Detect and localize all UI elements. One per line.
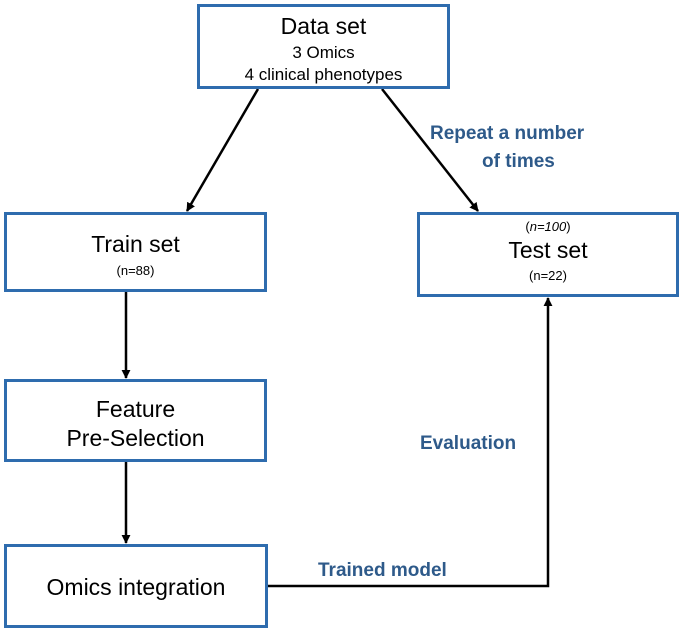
test-set-title: Test set: [508, 237, 588, 263]
dataset-title: Data set: [280, 13, 367, 39]
feature-label-line1: Feature: [95, 396, 176, 422]
repeat-label-line2: of times: [482, 151, 555, 172]
feature-label-line2: Pre-Selection: [66, 425, 205, 451]
test-set-count: (n=22): [529, 268, 567, 283]
repeat-count: (n=100): [525, 219, 571, 234]
edge-dataset-to-test: [381, 88, 479, 212]
dataset-node: Data set 3 Omics 4 clinical phenotypes: [197, 4, 450, 89]
dataset-phenotypes: 4 clinical phenotypes: [244, 65, 403, 84]
train-set-count: (n=88): [116, 263, 155, 278]
repeat-label: Repeat a number of times: [430, 120, 584, 176]
repeat-label-line1: Repeat a number: [430, 123, 585, 144]
train-set-node: Train set (n=88): [4, 212, 267, 292]
edge-omics-to-test: [268, 297, 553, 588]
omics-integration-node: Omics integration: [4, 544, 268, 628]
train-set-title: Train set: [91, 231, 180, 257]
test-set-node: (n=100) Test set (n=22): [417, 212, 679, 297]
feature-preselection-node: Feature Pre-Selection: [4, 379, 267, 462]
edge-dataset-to-train: [185, 88, 260, 212]
dataset-omics-count: 3 Omics: [292, 43, 355, 62]
evaluation-label: Evaluation: [420, 433, 517, 454]
omics-integration-title: Omics integration: [46, 574, 226, 600]
trained-model-label: Trained model: [318, 560, 447, 581]
